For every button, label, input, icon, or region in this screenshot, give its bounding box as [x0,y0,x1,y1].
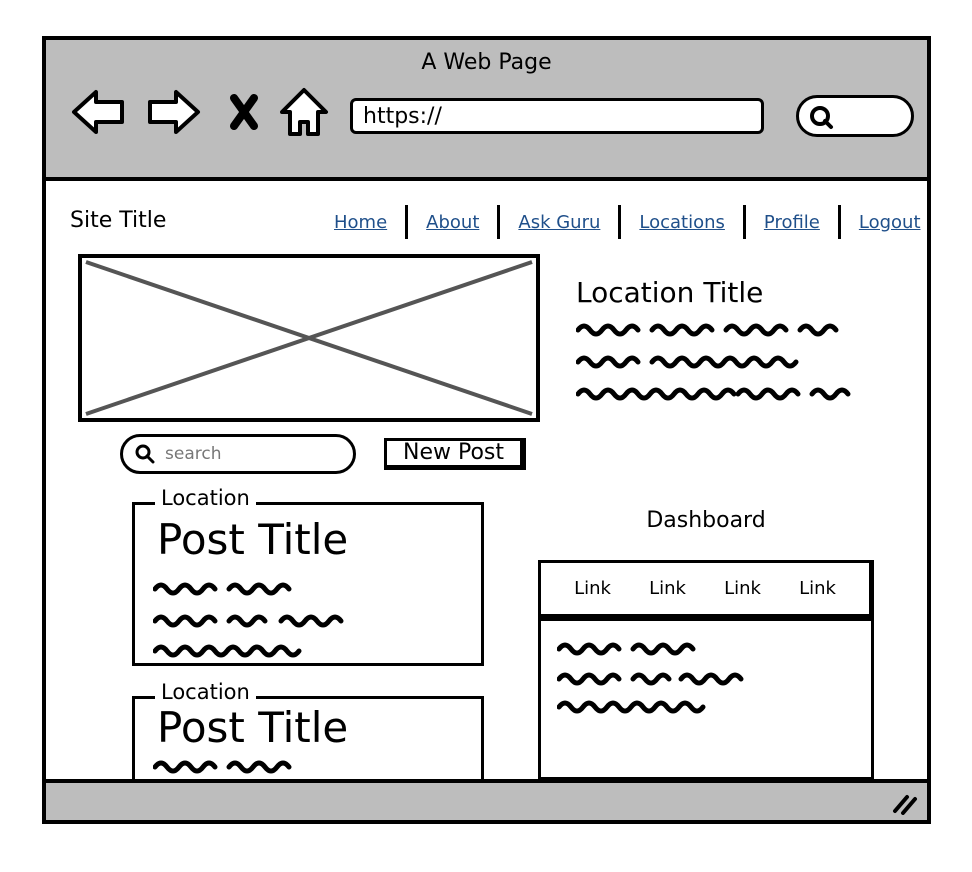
dashboard-link[interactable]: Link [649,578,686,599]
nav-divider [742,205,746,239]
browser-window: A Web Page https:// [42,36,931,824]
new-post-button[interactable]: New Post [384,438,526,470]
post-card[interactable]: Location Post Title [132,486,484,666]
nav-link-profile[interactable]: Profile [763,211,820,233]
status-bar [46,779,927,820]
nav-divider [405,205,409,239]
forward-arrow-icon[interactable] [144,82,204,142]
post-title: Post Title [157,515,349,564]
close-x-icon[interactable] [220,82,280,142]
search-icon [810,106,833,129]
post-location-label: Location [155,680,256,704]
home-icon[interactable] [274,82,334,142]
dashboard-panel [538,618,874,780]
nav-link-about[interactable]: About [426,211,480,233]
dashboard-link[interactable]: Link [799,578,836,599]
post-card[interactable]: Location Post Title [132,680,484,788]
image-placeholder [78,254,540,422]
nav-divider [618,205,622,239]
dashboard-link[interactable]: Link [574,578,611,599]
nav-divider [837,205,841,239]
placeholder-text-scribble [153,760,292,774]
resize-grip-icon[interactable] [891,791,919,815]
nav-link-locations[interactable]: Locations [639,211,725,233]
url-bar[interactable]: https:// [350,98,764,134]
window-title: A Web Page [421,50,552,75]
nav-link-logout[interactable]: Logout [858,211,921,233]
search-input[interactable] [120,434,356,474]
placeholder-text-scribble [153,582,344,658]
nav-link-ask-guru[interactable]: Ask Guru [518,211,601,233]
dashboard-title: Dashboard [646,508,766,533]
placeholder-text-scribble [576,323,851,401]
dashboard-link[interactable]: Link [724,578,761,599]
nav-divider [497,205,501,239]
back-arrow-icon[interactable] [68,82,128,142]
browser-search-field[interactable] [796,95,914,137]
browser-toolbar: A Web Page https:// [46,40,927,181]
search-icon [135,444,155,464]
post-title: Post Title [157,703,349,752]
nav-link-home[interactable]: Home [334,211,388,233]
search-text[interactable] [163,443,337,465]
site-title: Site Title [70,208,167,233]
location-title: Location Title [576,276,764,309]
site-nav: Home About Ask Guru Locations Profile Lo… [326,202,927,242]
dashboard-link-bar: Link Link Link Link [538,560,874,618]
placeholder-text-scribble [557,642,744,714]
post-location-label: Location [155,486,256,510]
